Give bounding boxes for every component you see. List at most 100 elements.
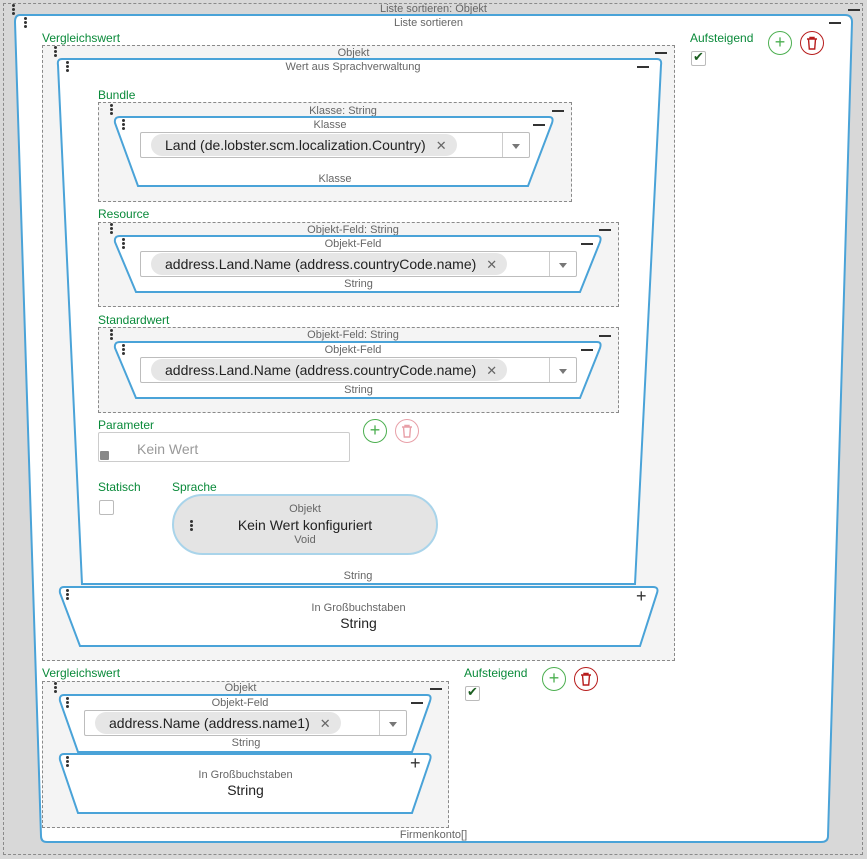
static-label: Statisch	[98, 480, 141, 494]
class-select[interactable]: Land (de.lobster.scm.localization.Countr…	[140, 132, 530, 158]
name-field-chip-label: address.Name (address.name1)	[109, 715, 310, 731]
uppercase-type: String	[340, 615, 377, 631]
check-icon: ✔	[693, 49, 704, 64]
sort-list-wrapper-title: Liste sortieren: Objekt	[380, 3, 487, 15]
name-field-select[interactable]: address.Name (address.name1) ✕	[84, 710, 407, 736]
add-sort-button-2[interactable]: +	[542, 667, 566, 691]
collapse-icon[interactable]	[848, 9, 860, 11]
static-checkbox[interactable]	[99, 500, 114, 515]
chevron-down-icon[interactable]	[549, 252, 576, 276]
drag-handle-icon[interactable]	[122, 238, 126, 250]
remove-chip-icon[interactable]: ✕	[435, 138, 447, 153]
bundle-wrapper-title: Klasse: String	[309, 105, 377, 117]
trash-icon	[807, 36, 817, 50]
default-field-footer: String	[344, 384, 373, 396]
drag-handle-icon[interactable]	[66, 697, 70, 709]
drag-handle-icon[interactable]	[110, 329, 114, 341]
drag-handle-icon[interactable]	[54, 682, 58, 694]
default-field-title: Objekt-Feld	[324, 344, 382, 356]
collapse-icon[interactable]	[637, 66, 649, 68]
remove-chip-icon[interactable]: ✕	[319, 716, 331, 731]
default-field-chip-label: address.Land.Name (address.countryCode.n…	[165, 362, 477, 378]
uppercase-type-2: String	[227, 782, 264, 798]
resource-field-chip: address.Land.Name (address.countryCode.n…	[151, 253, 508, 275]
collapse-icon[interactable]	[430, 688, 442, 690]
chevron-down-icon[interactable]	[379, 711, 406, 735]
delete-sort-button-2[interactable]	[574, 667, 598, 691]
name-field-title: Objekt-Feld	[211, 697, 269, 709]
parameter-input[interactable]: Kein Wert	[98, 432, 350, 462]
collapse-icon[interactable]	[411, 702, 423, 704]
drag-handle-icon[interactable]	[12, 4, 16, 16]
compare-value-label-2: Vergleichswert	[42, 666, 121, 680]
drag-handle-icon[interactable]	[54, 46, 58, 58]
ascending-checkbox-2[interactable]: ✔	[465, 684, 480, 701]
collapse-icon[interactable]	[552, 110, 564, 112]
resource-field-select[interactable]: address.Land.Name (address.countryCode.n…	[140, 251, 577, 277]
collapse-icon[interactable]	[599, 335, 611, 337]
language-label: Sprache	[172, 480, 217, 494]
resource-field-footer: String	[344, 278, 373, 290]
resource-field-chip-label: address.Land.Name (address.countryCode.n…	[165, 256, 477, 272]
collapse-icon[interactable]	[581, 349, 593, 351]
collapse-icon[interactable]	[655, 52, 667, 54]
collapse-icon[interactable]	[581, 243, 593, 245]
class-chip-label: Land (de.lobster.scm.localization.Countr…	[165, 137, 426, 153]
resize-icon	[100, 451, 109, 460]
trash-icon	[402, 424, 412, 438]
parameter-placeholder: Kein Wert	[137, 441, 199, 457]
translation-block-footer: String	[343, 570, 373, 582]
sort-list-wrapper	[3, 3, 863, 855]
resource-label: Resource	[98, 207, 150, 221]
uppercase-title: In Großbuchstaben	[311, 602, 406, 614]
drag-handle-icon[interactable]	[122, 344, 126, 356]
uppercase-title-2: In Großbuchstaben	[198, 769, 293, 781]
collapse-icon[interactable]	[599, 229, 611, 231]
chevron-down-icon[interactable]	[502, 133, 529, 157]
name-field-chip: address.Name (address.name1) ✕	[95, 712, 341, 734]
drag-handle-icon[interactable]	[66, 61, 70, 73]
resource-field-title: Objekt-Feld	[324, 238, 382, 250]
resource-wrapper-title: Objekt-Feld: String	[307, 224, 399, 236]
parameter-label: Parameter	[98, 418, 155, 432]
class-chip: Land (de.lobster.scm.localization.Countr…	[151, 134, 457, 156]
language-slot-type: Void	[294, 534, 316, 546]
drag-handle-icon[interactable]	[110, 223, 114, 235]
default-value-wrapper-title: Objekt-Feld: String	[307, 329, 399, 341]
drag-handle-icon[interactable]	[110, 104, 114, 116]
chevron-down-icon[interactable]	[549, 358, 576, 382]
trash-icon	[581, 672, 591, 686]
expand-icon[interactable]: +	[410, 753, 421, 773]
drag-handle-icon[interactable]	[66, 756, 70, 768]
default-field-select[interactable]: address.Land.Name (address.countryCode.n…	[140, 357, 577, 383]
add-sort-button[interactable]: +	[768, 31, 792, 55]
object-wrapper-2-title: Objekt	[224, 682, 257, 694]
delete-parameter-button[interactable]	[395, 419, 419, 443]
ascending-label-2: Aufsteigend	[464, 666, 528, 680]
class-block-title: Klasse	[313, 119, 347, 131]
drag-handle-icon[interactable]	[122, 119, 126, 131]
class-block-footer: Klasse	[318, 173, 352, 185]
drag-handle-icon[interactable]	[66, 589, 70, 601]
language-slot-title: Objekt	[289, 503, 321, 515]
delete-sort-button[interactable]	[800, 31, 824, 55]
translation-block-title: Wert aus Sprachverwaltung	[285, 61, 421, 73]
name-field-footer: String	[231, 737, 261, 749]
drag-handle-icon[interactable]	[190, 520, 194, 532]
remove-chip-icon[interactable]: ✕	[486, 363, 498, 378]
ascending-checkbox[interactable]: ✔	[691, 49, 706, 66]
add-parameter-button[interactable]: +	[363, 419, 387, 443]
object-wrapper-title: Objekt	[337, 47, 370, 59]
ascending-label: Aufsteigend	[690, 31, 754, 45]
collapse-icon[interactable]	[829, 22, 841, 24]
expand-icon[interactable]: +	[636, 586, 647, 606]
remove-chip-icon[interactable]: ✕	[486, 257, 498, 272]
language-slot-value: Kein Wert konfiguriert	[237, 517, 373, 533]
check-icon: ✔	[467, 684, 478, 699]
default-field-chip: address.Land.Name (address.countryCode.n…	[151, 359, 508, 381]
collapse-icon[interactable]	[533, 124, 545, 126]
bundle-label: Bundle	[98, 88, 136, 102]
sort-list-block-title: Liste sortieren	[393, 17, 464, 29]
language-slot[interactable]: Objekt Kein Wert konfiguriert Void	[172, 494, 438, 555]
drag-handle-icon[interactable]	[24, 17, 28, 29]
